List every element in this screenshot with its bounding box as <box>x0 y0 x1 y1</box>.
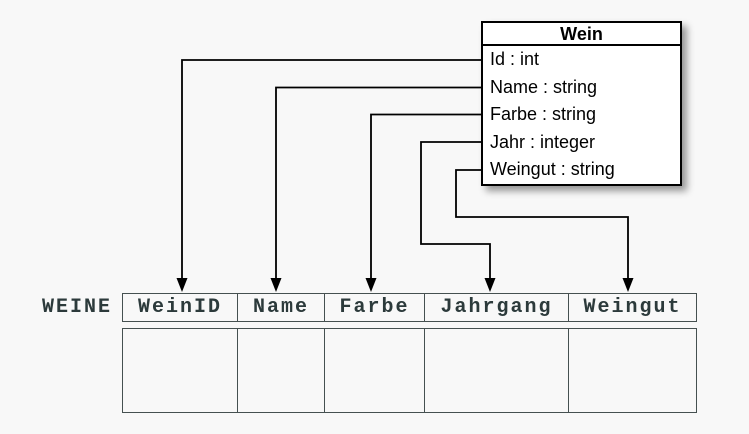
mapping-line-jahr-to-jahrgang <box>420 141 491 280</box>
header-cell-farbe: Farbe <box>325 294 425 321</box>
mapping-line-name-to-name <box>275 86 483 280</box>
class-title: Wein <box>483 23 680 46</box>
table-name-label: WEINE <box>41 296 112 319</box>
class-attribute-weingut: Weingut : string <box>490 159 615 179</box>
body-cell-farbe <box>325 329 425 412</box>
class-box-wein: Wein Id : int Name : string Farbe : stri… <box>481 21 682 186</box>
header-cell-weingut: Weingut <box>583 296 682 319</box>
mapping-line-weingut-to-weingut <box>455 169 629 280</box>
mapping-line-farbe-to-farbe <box>370 113 483 280</box>
arrowhead-icon <box>270 278 282 292</box>
relation-header-row: WeinID Name Farbe Jahrgang Weingut <box>122 293 697 322</box>
arrowhead-icon <box>365 278 377 292</box>
arrowhead-icon <box>622 278 634 292</box>
header-cell-jahrgang: Jahrgang <box>425 294 569 321</box>
arrowhead-icon <box>176 278 188 292</box>
body-cell-jahrgang <box>425 329 569 412</box>
class-attribute-jahr: Jahr : integer <box>490 131 596 152</box>
header-cell-name: Name <box>238 294 325 321</box>
class-attribute-farbe: Farbe : string <box>490 104 597 124</box>
body-cell-weingut <box>569 329 696 412</box>
mapping-line-id-to-weinid <box>181 59 483 280</box>
class-attribute-id: Id : int <box>490 49 540 69</box>
arrowhead-icon <box>484 278 496 292</box>
body-cell-name <box>238 329 325 412</box>
body-cell-weinid <box>123 329 238 412</box>
relation-body-row <box>122 328 697 413</box>
class-attribute-name: Name : string <box>490 76 598 97</box>
header-cell-weinid: WeinID <box>123 294 238 321</box>
